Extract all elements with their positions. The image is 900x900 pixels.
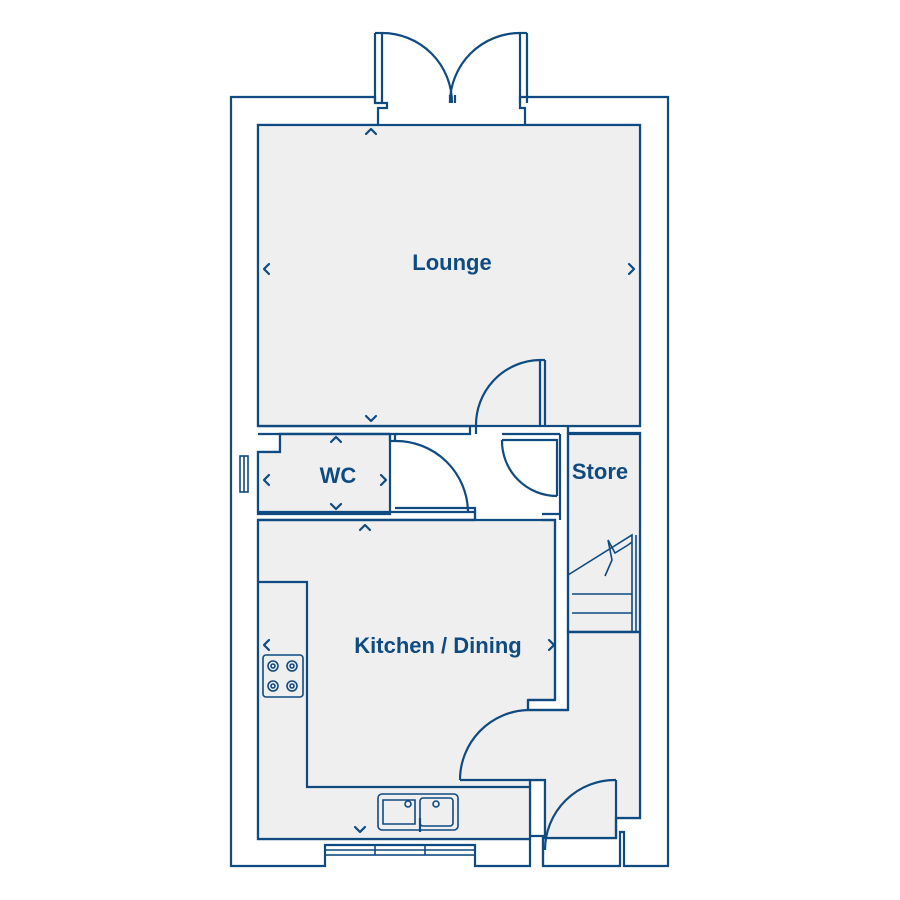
french-doors	[373, 31, 529, 104]
kitchen-label: Kitchen / Dining	[354, 633, 521, 658]
wc-door	[388, 434, 477, 513]
sink-icon	[377, 793, 459, 832]
store-door	[500, 438, 559, 498]
staircase	[567, 533, 640, 634]
store-label: Store	[572, 459, 628, 484]
lounge-label: Lounge	[412, 250, 491, 275]
lounge-door	[474, 358, 545, 427]
hall-door	[458, 708, 530, 782]
lounge-floor	[256, 123, 642, 428]
kitchen-counter	[258, 580, 530, 789]
wc-window	[239, 455, 249, 493]
kitchen-window	[324, 844, 476, 856]
dimension-markers	[262, 127, 636, 834]
hob-icon	[262, 654, 304, 698]
wc-label: WC	[320, 463, 357, 488]
front-door	[541, 778, 618, 866]
internal-walls	[258, 360, 570, 712]
